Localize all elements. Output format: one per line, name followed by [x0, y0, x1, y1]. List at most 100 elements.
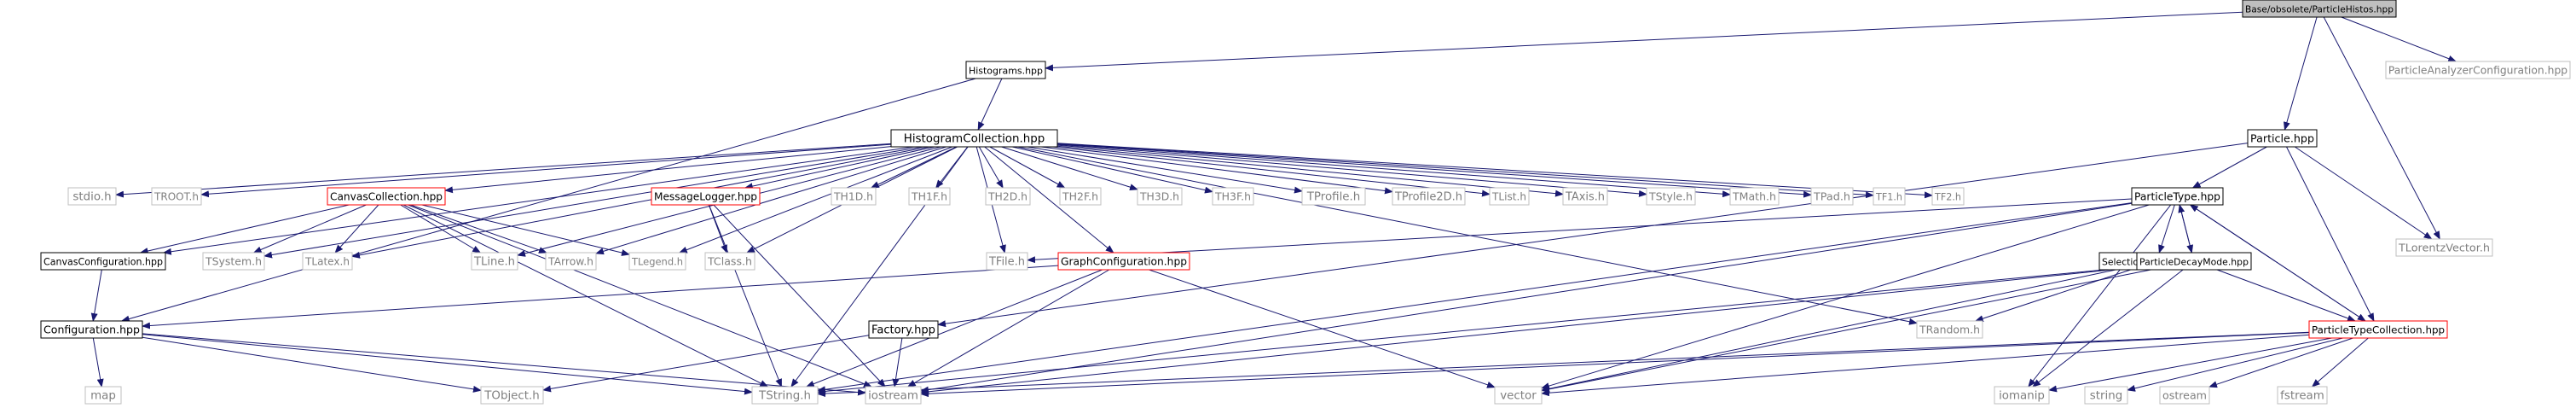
edge-pdm-to-ptc: [2216, 269, 2356, 322]
edge-pdm-to-tstring: [817, 265, 2138, 395]
node-box: [1057, 252, 1190, 271]
node-root[interactable]: Base/obsolete/ParticleHistos.hpp: [2242, 0, 2397, 18]
node-box: [1212, 187, 1254, 206]
edge-root-to-histograms: [1045, 11, 2243, 72]
node-box: [865, 386, 922, 405]
node-label: vector: [1500, 390, 1537, 403]
node-label: TH1F.h: [911, 190, 947, 203]
edge-particle-to-ptype: [2191, 146, 2267, 189]
edge-histcoll-to-tstring: [790, 146, 969, 388]
node-tprofile: TProfile.h: [1301, 187, 1366, 206]
node-tlegend: TLegend.h: [628, 252, 686, 271]
node-ptc[interactable]: ParticleTypeCollection.hpp: [2308, 320, 2448, 339]
node-configuration[interactable]: Configuration.hpp: [40, 320, 143, 339]
edge-histcoll-to-taxis: [1056, 145, 1564, 197]
node-box: [2136, 252, 2252, 271]
node-box: [751, 386, 819, 405]
node-th1f: TH1F.h: [908, 187, 951, 206]
edge-histcoll-to-th3f: [1011, 146, 1213, 194]
node-box: [1562, 187, 1608, 206]
edge-canvcoll-to-iostream: [408, 204, 872, 388]
node-factory[interactable]: Factory.hpp: [868, 320, 939, 339]
edge-ptype-to-iostream: [920, 202, 2133, 394]
node-box: [2308, 320, 2448, 339]
edge-particle-to-tlorentz: [2295, 146, 2433, 240]
nodes-layer: Base/obsolete/ParticleHistos.hppHistogra…: [40, 0, 2571, 405]
node-canvcoll[interactable]: CanvasCollection.hpp: [327, 187, 446, 206]
node-label: TProfile.h: [1306, 191, 1361, 204]
edge-particle-to-ptc: [2286, 146, 2375, 322]
node-box: [1494, 386, 1543, 405]
node-label: TF1.h: [1875, 192, 1902, 203]
node-tstyle: TStyle.h: [1646, 187, 1696, 206]
node-box: [704, 252, 755, 271]
node-label: TSystem.h: [205, 255, 262, 268]
edge-histcoll-to-th1d: [870, 146, 957, 189]
node-th2d: TH2D.h: [985, 187, 1031, 206]
node-label: TROOT.h: [153, 191, 199, 203]
node-label: Histograms.hpp: [969, 66, 1043, 77]
node-pdm[interactable]: ParticleDecayMode.hpp: [2136, 252, 2252, 271]
edge-ptc-to-iostream: [920, 332, 2310, 398]
node-label: TObject.h: [483, 390, 540, 403]
node-th3d: TH3D.h: [1137, 187, 1183, 206]
edge-canvcoll-to-tsystem: [252, 204, 367, 254]
node-ptype[interactable]: ParticleType.hpp: [2131, 187, 2224, 206]
node-label: Base/obsolete/ParticleHistos.hpp: [2245, 4, 2394, 15]
edge-histograms-to-histcoll: [977, 78, 1003, 131]
node-label: TProfile2D.h: [1394, 191, 1462, 204]
node-label: TString.h: [758, 390, 811, 403]
node-box: [2242, 0, 2397, 18]
node-graphconf[interactable]: GraphConfiguration.hpp: [1057, 252, 1190, 271]
node-label: iomanip: [1999, 390, 2045, 403]
node-histcoll[interactable]: HistogramCollection.hpp: [890, 129, 1058, 148]
edge-histcoll-to-trandom: [1017, 146, 1918, 325]
node-tfile: TFile.h: [986, 252, 1028, 271]
edge-graphconf-to-tstring: [805, 269, 1103, 388]
node-tobject: TObject.h: [480, 386, 544, 405]
edge-configuration-to-tobject: [142, 336, 482, 393]
node-label: TH3F.h: [1214, 190, 1251, 203]
node-box: [327, 187, 446, 206]
node-histograms[interactable]: Histograms.hpp: [965, 61, 1046, 79]
node-box: [651, 187, 761, 206]
edge-histcoll-to-graphconf: [984, 146, 1114, 254]
node-particle[interactable]: Particle.hpp: [2247, 129, 2318, 148]
node-th3f: TH3F.h: [1212, 187, 1254, 206]
edge-histcoll-to-tsystem: [263, 146, 923, 259]
edge-histcoll-to-canvcoll: [444, 146, 892, 194]
node-box: [2131, 187, 2224, 206]
node-box: [1059, 187, 1102, 206]
node-label: TLine.h: [473, 256, 515, 269]
node-canvconf[interactable]: CanvasConfiguration.hpp: [40, 252, 166, 271]
edge-histcoll-to-tstyle: [1056, 144, 1647, 197]
node-box: [302, 252, 353, 271]
node-box: [1994, 386, 2050, 405]
node-tsystem: TSystem.h: [202, 252, 265, 271]
edge-histcoll-to-troot: [200, 143, 892, 198]
node-box: [868, 320, 939, 339]
node-iostream: iostream: [865, 386, 922, 405]
edge-ptc-to-string: [2127, 337, 2343, 392]
node-box: [40, 320, 143, 339]
node-tlatex: TLatex.h: [302, 252, 353, 271]
edge-ptc-to-ptype: [2189, 204, 2366, 322]
edge-ptc-to-ostream: [2208, 337, 2353, 388]
node-box: [1489, 187, 1530, 206]
node-label: TList.h: [1491, 191, 1526, 203]
node-tpad: TPad.h: [1810, 187, 1854, 206]
node-box: [1301, 187, 1366, 206]
node-label: Configuration.hpp: [43, 324, 140, 336]
node-th1d: TH1D.h: [831, 187, 877, 206]
node-box: [1810, 187, 1854, 206]
node-label: TMath.h: [1732, 190, 1776, 203]
node-box: [1392, 187, 1466, 206]
edge-canvcoll-to-tlatex: [334, 204, 379, 254]
node-msglog[interactable]: MessageLogger.hpp: [651, 187, 761, 206]
node-label: TH3D.h: [1139, 191, 1179, 203]
edge-selgen-to-trandom: [1974, 269, 2131, 322]
node-label: TPad.h: [1813, 191, 1850, 204]
edge-histcoll-to-tpad: [1056, 143, 1812, 198]
edge-canvcoll-to-tstring: [402, 204, 769, 388]
node-box: [2159, 386, 2210, 405]
